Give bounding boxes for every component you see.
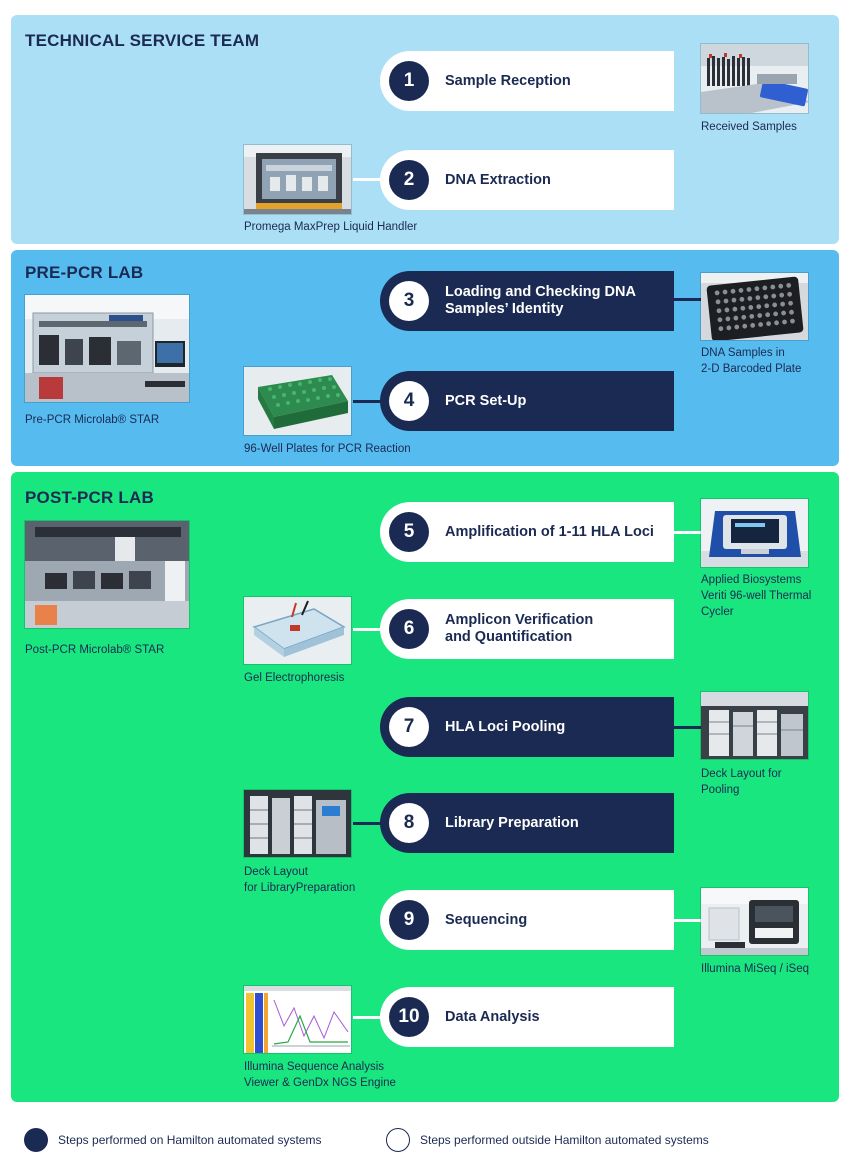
step-number: 6 (389, 609, 429, 649)
section-title: PRE-PCR LAB (25, 263, 144, 282)
caption-veriti: Applied Biosystems Veriti 96-well Therma… (701, 574, 812, 618)
caption-pre-pcr-star: Pre-PCR Microlab® STAR (25, 414, 160, 426)
step-4-pcr-setup: 4 PCR Set-Up (380, 371, 674, 431)
sequence-analysis-viewer-photo (243, 985, 352, 1054)
caption-gel: Gel Electrophoresis (244, 672, 345, 684)
step-label: Library Preparation (445, 814, 579, 831)
received-samples-photo (700, 43, 809, 114)
deck-layout-library-photo (243, 789, 352, 858)
caption-post-pcr-star: Post-PCR Microlab® STAR (25, 644, 165, 656)
illumina-miseq-photo (700, 887, 809, 956)
caption-received-samples: Received Samples (701, 121, 797, 133)
caption-dna-plate: DNA Samples in 2-D Barcoded Plate (701, 347, 802, 375)
connector-line (672, 726, 702, 729)
step-label: HLA Loci Pooling (445, 718, 566, 735)
step-label: Sample Reception (445, 72, 571, 89)
veriti-thermal-cycler-photo (700, 498, 809, 568)
step-number: 1 (389, 61, 429, 101)
maxprep-liquid-handler-photo (243, 144, 352, 215)
step-number: 4 (389, 381, 429, 421)
step-8-library-preparation: 8 Library Preparation (380, 793, 674, 853)
step-label: Amplification of 1-11 HLA Loci (445, 523, 654, 540)
96-well-plates-photo (243, 366, 352, 436)
hollow-circle-icon (386, 1128, 410, 1152)
legend-label: Steps performed on Hamilton automated sy… (58, 1133, 322, 1147)
connector-line (353, 178, 383, 181)
connector-line (672, 919, 702, 922)
step-number: 2 (389, 160, 429, 200)
pre-pcr-microlab-star-photo (24, 294, 190, 403)
step-2-dna-extraction: 2 DNA Extraction (380, 150, 674, 210)
filled-circle-icon (24, 1128, 48, 1152)
connector-line (672, 531, 702, 534)
step-label: Amplicon Verification and Quantification (445, 612, 594, 645)
connector-line (353, 400, 383, 403)
connector-line (353, 822, 383, 825)
legend-automated: Steps performed on Hamilton automated sy… (24, 1128, 321, 1152)
step-number: 7 (389, 707, 429, 747)
step-number: 8 (389, 803, 429, 843)
step-label: PCR Set-Up (445, 392, 527, 409)
legend-manual: Steps performed outside Hamilton automat… (386, 1128, 709, 1152)
caption-maxprep: Promega MaxPrep Liquid Handler (244, 221, 418, 233)
step-1-sample-reception: 1 Sample Reception (380, 51, 674, 111)
dna-barcoded-plate-photo (700, 272, 809, 341)
connector-line (353, 1016, 383, 1019)
deck-layout-pooling-photo (700, 691, 809, 760)
step-number: 3 (389, 281, 429, 321)
post-pcr-microlab-star-photo (24, 520, 190, 629)
step-label: Data Analysis (445, 1008, 540, 1025)
gel-electrophoresis-photo (243, 596, 352, 665)
step-label: Sequencing (445, 911, 528, 928)
step-label: Loading and Checking DNA Samples’ Identi… (445, 284, 636, 317)
section-title: TECHNICAL SERVICE TEAM (25, 31, 260, 50)
caption-deck-library: Deck Layout for LibraryPreparation (244, 866, 356, 894)
step-number: 5 (389, 512, 429, 552)
legend-label: Steps performed outside Hamilton automat… (420, 1133, 709, 1147)
caption-miseq: Illumina MiSeq / iSeq (701, 963, 810, 975)
section-title: POST-PCR LAB (25, 488, 154, 507)
step-10-data-analysis: 10 Data Analysis (380, 987, 674, 1047)
step-6-amplicon-verification: 6 Amplicon Verification and Quantificati… (380, 599, 674, 659)
caption-deck-pooling: Deck Layout for Pooling (701, 768, 782, 796)
step-5-amplification: 5 Amplification of 1-11 HLA Loci (380, 502, 674, 562)
caption-viewer: Illumina Sequence Analysis Viewer & GenD… (244, 1061, 396, 1089)
connector-line (672, 298, 702, 301)
connector-line (353, 628, 383, 631)
caption-96-well-plates: 96-Well Plates for PCR Reaction (244, 443, 411, 455)
step-7-hla-loci-pooling: 7 HLA Loci Pooling (380, 697, 674, 757)
step-number: 10 (389, 997, 429, 1037)
step-3-loading-checking: 3 Loading and Checking DNA Samples’ Iden… (380, 271, 674, 331)
step-label: DNA Extraction (445, 171, 551, 188)
step-number: 9 (389, 900, 429, 940)
step-9-sequencing: 9 Sequencing (380, 890, 674, 950)
